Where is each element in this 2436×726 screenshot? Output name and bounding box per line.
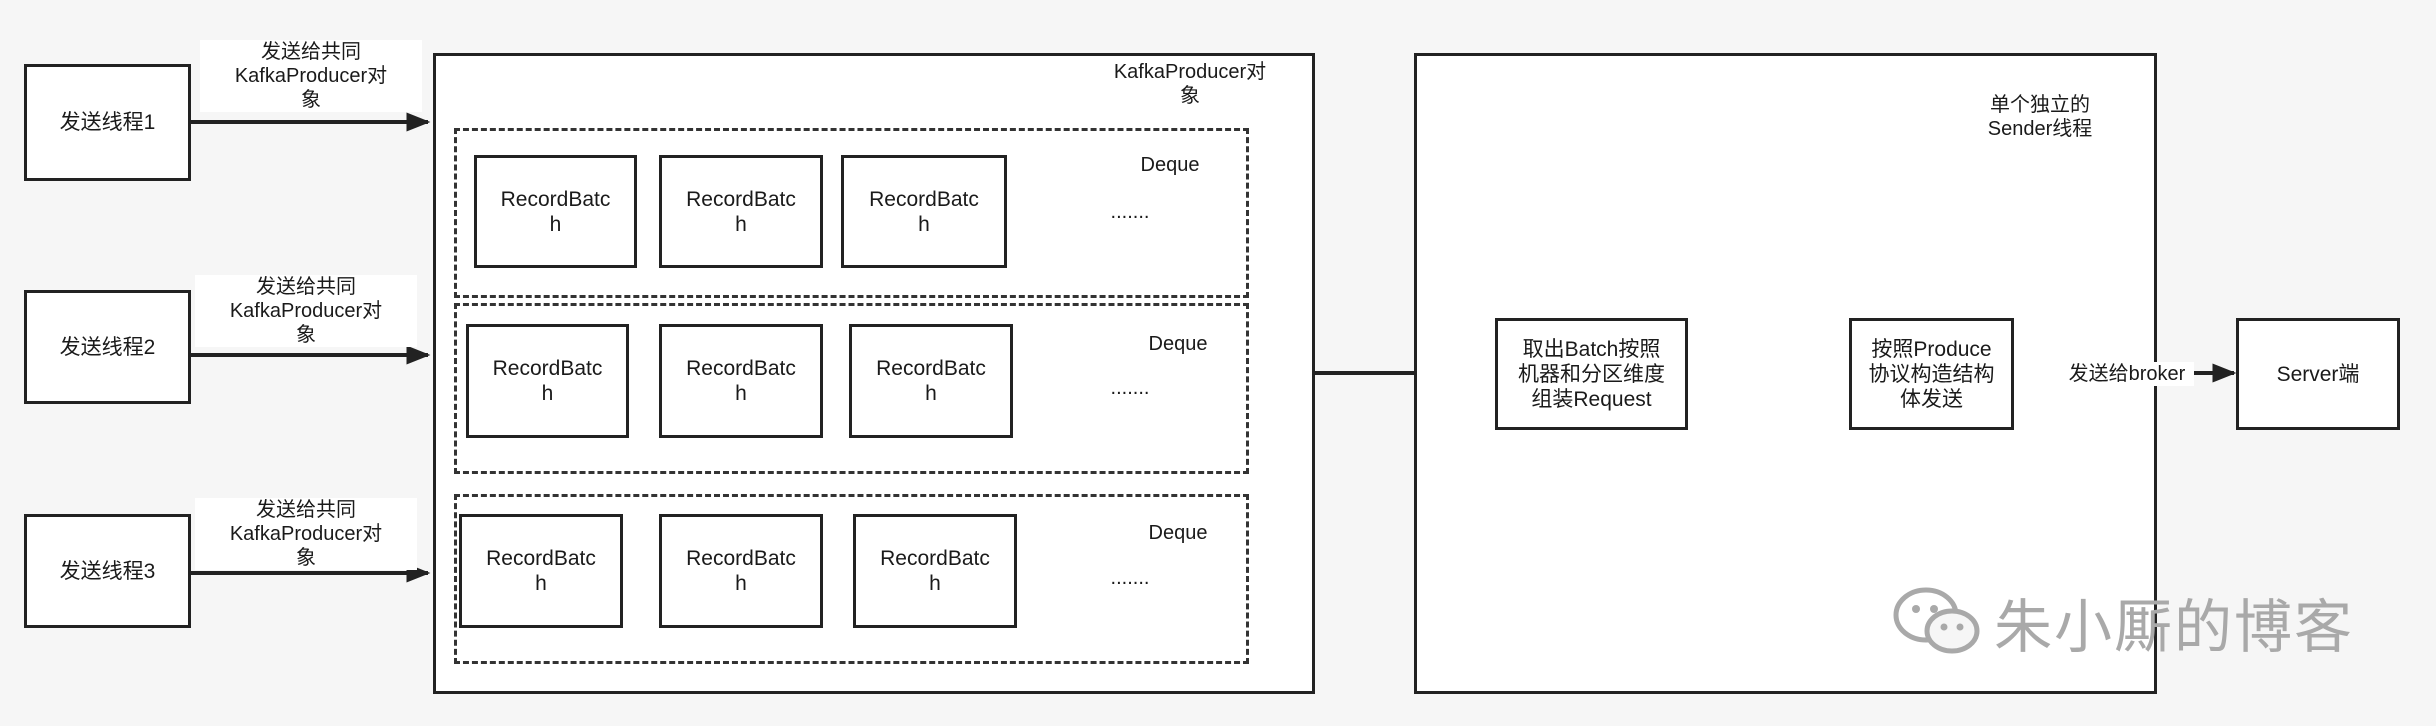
edge-label-broker: 发送给broker bbox=[2060, 362, 2194, 386]
thread-label: 发送线程1 bbox=[59, 111, 156, 134]
kafka-producer-title: KafkaProducer对 象 bbox=[1113, 61, 1267, 107]
server-box: Server端 bbox=[2236, 318, 2400, 430]
deque-label: Deque bbox=[1148, 333, 1208, 355]
thread-label: 发送线程2 bbox=[59, 335, 156, 359]
thread-box-1: 发送线程1 bbox=[24, 64, 191, 181]
thread-box-2: 发送线程2 bbox=[24, 290, 191, 404]
wechat-icon bbox=[1893, 587, 1980, 654]
record-batch: RecordBatc h bbox=[659, 514, 823, 628]
deque-ellipsis: ....... bbox=[1110, 377, 1150, 399]
deque-ellipsis: ....... bbox=[1110, 567, 1150, 589]
record-batch: RecordBatc h bbox=[459, 514, 623, 628]
deque-label: Deque bbox=[1148, 522, 1208, 544]
deque-1 bbox=[454, 128, 1249, 298]
thread-box-3: 发送线程3 bbox=[24, 514, 191, 628]
record-batch: RecordBatc h bbox=[474, 155, 637, 268]
record-batch: RecordBatc h bbox=[659, 324, 823, 438]
watermark-text: 朱小厮的博客 bbox=[1994, 595, 2355, 660]
server-label: Server端 bbox=[2276, 362, 2360, 386]
deque-ellipsis: ....... bbox=[1110, 201, 1150, 223]
deque-label: Deque bbox=[1140, 154, 1200, 176]
watermark: 朱小厮的博客 bbox=[1890, 580, 2354, 664]
edge-label-thread3: 发送给共同 KafkaProducer对 象 bbox=[195, 498, 417, 570]
assemble-request-step: 取出Batch按照 机器和分区维度 组装Request bbox=[1495, 318, 1688, 430]
deque-2 bbox=[454, 303, 1249, 474]
record-batch: RecordBatc h bbox=[841, 155, 1007, 268]
send-request-step: 按照Produce 协议构造结构 体发送 bbox=[1849, 318, 2014, 430]
edge-label-thread2: 发送给共同 KafkaProducer对 象 bbox=[195, 275, 417, 347]
record-batch: RecordBatc h bbox=[849, 324, 1013, 438]
edge-label-thread1: 发送给共同 KafkaProducer对 象 bbox=[200, 40, 422, 112]
deque-3 bbox=[454, 494, 1249, 664]
sender-thread-title: 单个独立的 Sender线程 bbox=[1987, 94, 2093, 140]
thread-label: 发送线程3 bbox=[59, 559, 156, 583]
record-batch: RecordBatc h bbox=[466, 324, 629, 438]
record-batch: RecordBatc h bbox=[659, 155, 823, 268]
record-batch: RecordBatc h bbox=[853, 514, 1017, 628]
